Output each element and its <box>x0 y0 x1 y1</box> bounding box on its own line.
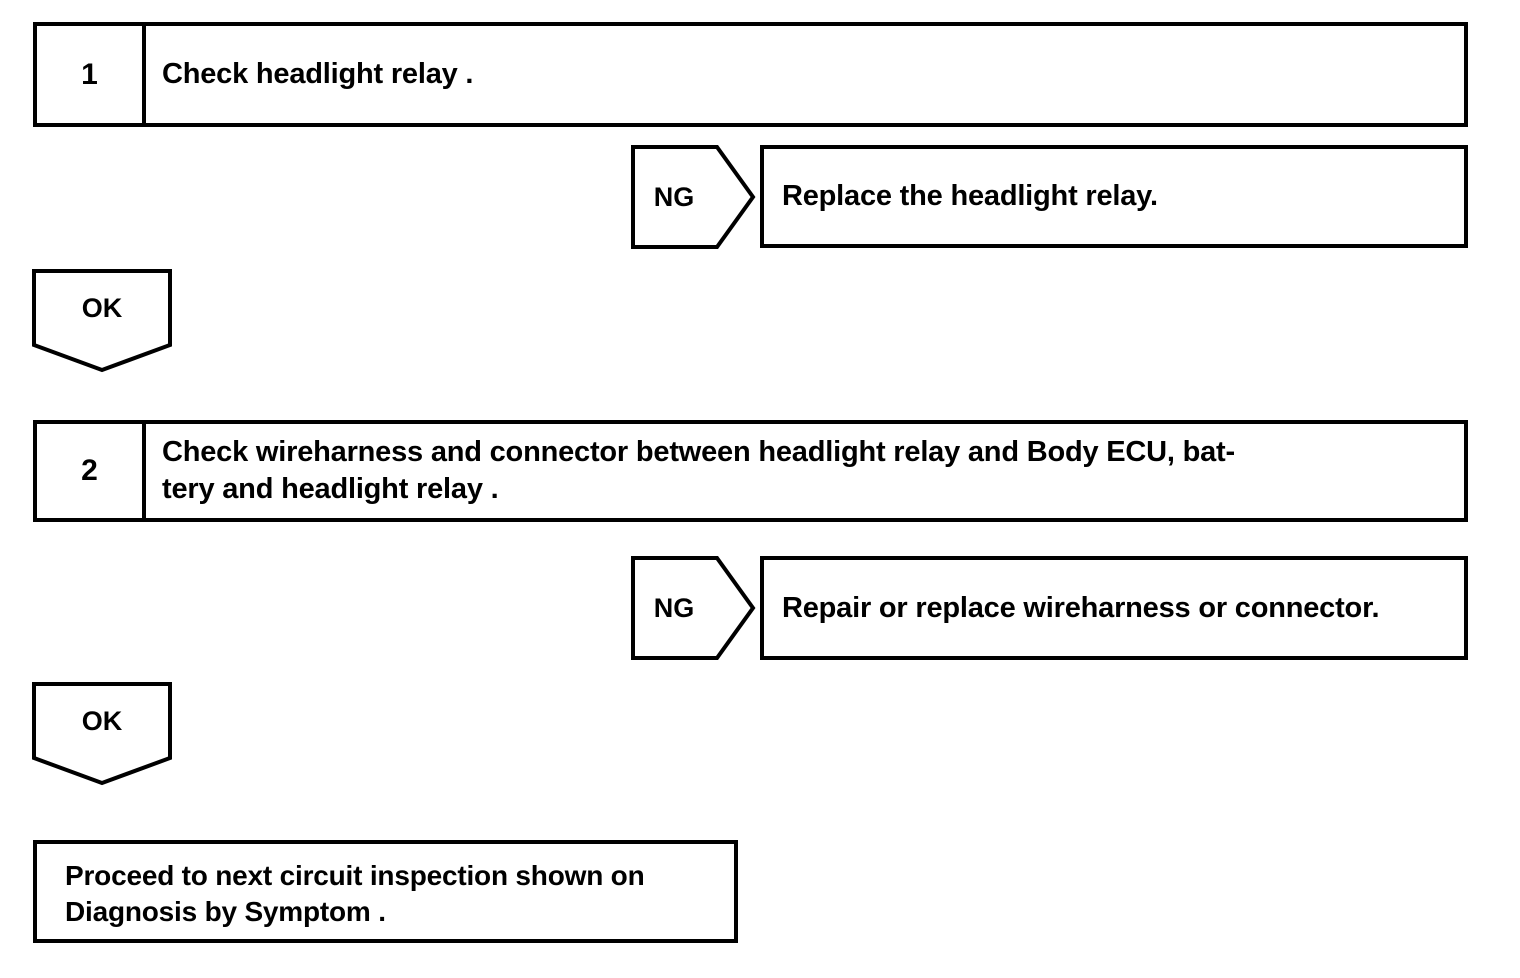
ng-result-text-1: Replace the headlight relay. <box>782 180 1158 212</box>
ng-result-box-2[interactable]: Repair or replace wireharness or connect… <box>760 556 1468 660</box>
ng-arrow-shape-icon <box>631 145 756 249</box>
step-box-2[interactable]: 2 Check wireharness and connector betwee… <box>33 420 1468 522</box>
step-number-2: 2 <box>81 454 98 487</box>
ok-arrow-shape-icon <box>32 269 172 373</box>
final-outcome-box[interactable]: Proceed to next circuit inspection shown… <box>33 840 738 943</box>
step-number-cell-2: 2 <box>37 424 146 518</box>
ng-result-text-2: Repair or replace wireharness or connect… <box>782 591 1380 624</box>
ng-arrow-2: NG <box>631 556 756 660</box>
ok-arrow-shape-icon <box>32 682 172 786</box>
final-outcome-text: Proceed to next circuit inspection shown… <box>65 860 645 927</box>
ng-result-box-1[interactable]: Replace the headlight relay. <box>760 145 1468 248</box>
step-instruction-2: Check wireharness and connector between … <box>162 436 1235 505</box>
ok-arrow-2: OK <box>32 682 172 786</box>
ng-arrow-1: NG <box>631 145 756 249</box>
step-text-cell-2: Check wireharness and connector between … <box>146 424 1464 518</box>
ok-arrow-1: OK <box>32 269 172 373</box>
step-number-cell-1: 1 <box>37 26 146 123</box>
step-box-1[interactable]: 1 Check headlight relay . <box>33 22 1468 127</box>
step-number-1: 1 <box>81 57 98 91</box>
step-instruction-1: Check headlight relay . <box>162 58 474 90</box>
ng-arrow-shape-icon <box>631 556 756 660</box>
step-text-cell-1: Check headlight relay . <box>146 26 1464 123</box>
